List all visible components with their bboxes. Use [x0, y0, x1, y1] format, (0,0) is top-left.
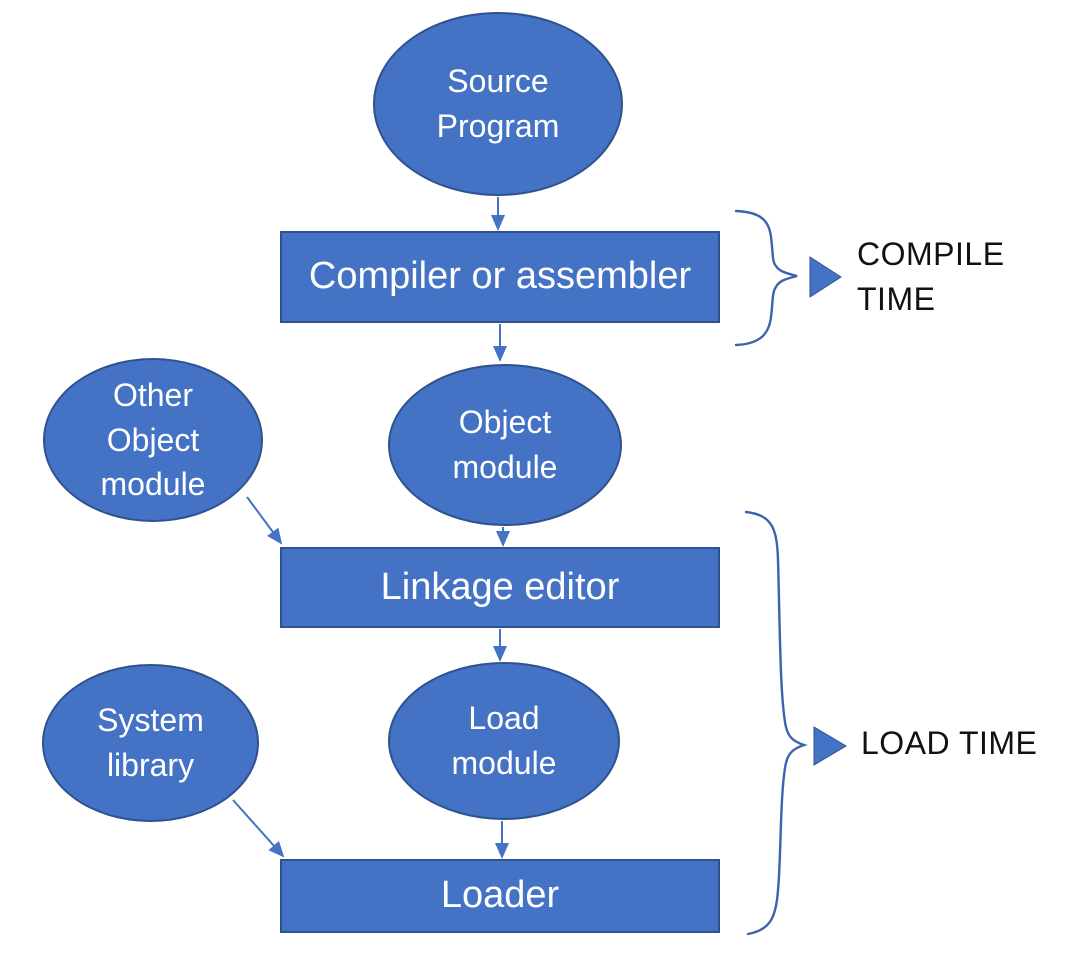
connector-other-object-module-to-linkage-editor — [246, 496, 283, 545]
compile-time-brace — [734, 209, 798, 347]
compile-time-label: COMPILE TIME — [857, 236, 1005, 317]
node-object-module: Object module — [388, 364, 622, 526]
node-source-program: Source Program — [373, 12, 623, 196]
node-loader: Loader — [280, 859, 720, 933]
node-other-object-module: Other Object module — [43, 358, 263, 522]
node-label: Loader — [440, 874, 560, 917]
compile-time-arrow-icon — [809, 256, 842, 298]
node-label: Load module — [451, 700, 557, 781]
connector-system-library-to-loader — [232, 799, 285, 858]
node-label: Linkage editor — [380, 565, 620, 608]
load-time-brace — [744, 510, 808, 936]
node-load-module: Load module — [388, 662, 620, 820]
node-label: Object module — [452, 404, 558, 485]
node-label: Other Object module — [100, 376, 206, 503]
node-label: System library — [97, 702, 204, 783]
load-time-arrow-icon — [813, 726, 847, 766]
node-compiler: Compiler or assembler — [280, 231, 720, 323]
load-time-label: LOAD TIME — [861, 725, 1038, 761]
node-linkage-editor: Linkage editor — [280, 547, 720, 628]
node-label: Compiler or assembler — [308, 255, 692, 298]
node-system-library: System library — [42, 664, 259, 822]
node-label: Source Program — [436, 63, 560, 144]
